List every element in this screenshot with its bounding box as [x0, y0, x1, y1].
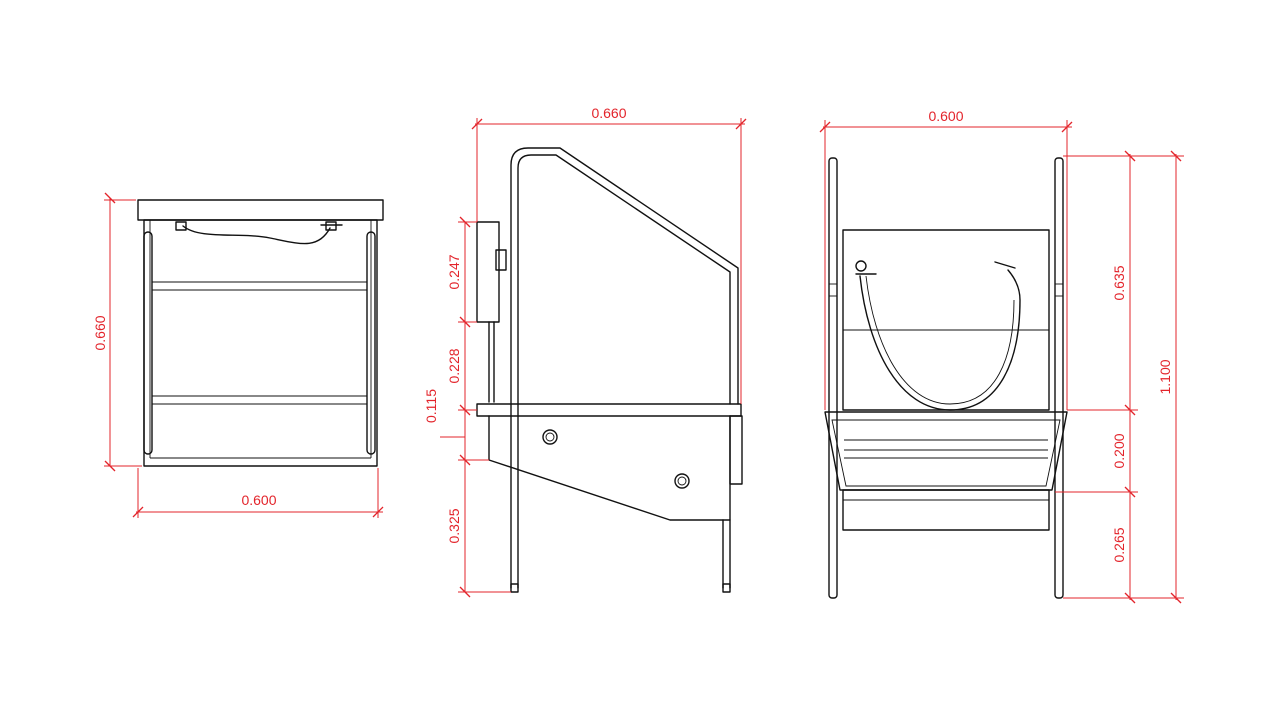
side-view-width-label: 0.660: [591, 105, 626, 121]
front-view-hose-fitting-left: [855, 260, 867, 272]
top-view-width-dimension: 0.600: [132, 468, 384, 518]
top-view-hose: [182, 225, 331, 245]
top-view-rim: [137, 199, 384, 221]
side-view-front-panel: [729, 415, 743, 485]
front-view-inner-height-dimensions: 0.635 0.200 0.265: [1055, 150, 1184, 604]
top-view: 0.660 0.600: [92, 192, 384, 518]
side-view-handrail-inner: [517, 154, 731, 589]
front-view-upper-label: 0.635: [1111, 265, 1127, 300]
side-view-legs-label: 0.325: [446, 508, 462, 543]
top-view-body: [143, 219, 378, 467]
front-view-width-dimension: 0.600: [819, 108, 1073, 410]
front-view-right-post: [1054, 157, 1064, 599]
side-view: 0.660 0.247 0.228 0.115 0.325: [423, 105, 747, 598]
front-view-hose: [859, 269, 1021, 411]
side-view-front-foot: [722, 583, 731, 593]
side-view-height-dimensions: 0.247 0.228 0.115 0.325: [423, 216, 511, 598]
top-view-hose-fitting-right: [325, 221, 337, 231]
front-view-total-height-dimension: 1.100: [1157, 150, 1182, 604]
front-view-basin-label: 0.200: [1111, 433, 1127, 468]
top-view-left-handrail: [143, 231, 153, 455]
front-view-left-post: [828, 157, 838, 599]
top-view-depth-dimension: 0.660: [92, 192, 142, 472]
side-view-control-box: [476, 221, 500, 323]
side-view-upper-panel-label: 0.247: [446, 254, 462, 289]
top-view-depth-label: 0.660: [92, 315, 108, 350]
front-view: 0.600 0.635 0.200 0.265 1.100: [819, 108, 1184, 604]
side-view-width-dimension: 0.660: [471, 105, 747, 404]
side-view-middle-label: 0.228: [446, 348, 462, 383]
side-view-rim-label: 0.115: [423, 389, 439, 423]
side-view-drain-2: [674, 473, 690, 489]
side-view-rim: [476, 403, 742, 417]
side-view-drain-1: [542, 429, 558, 445]
side-view-basin: [488, 415, 731, 521]
front-view-legs-label: 0.265: [1111, 527, 1127, 562]
front-view-width-label: 0.600: [928, 108, 963, 124]
top-view-hose-fitting-left: [175, 221, 187, 231]
side-view-handrail-outer: [510, 147, 739, 589]
side-view-rear-foot: [510, 583, 519, 593]
top-view-width-label: 0.600: [241, 492, 276, 508]
front-view-hose-fitting-right: [994, 261, 1016, 269]
front-view-total-height-label: 1.100: [1157, 359, 1173, 394]
front-view-basin: [824, 411, 1068, 491]
top-view-right-handrail: [366, 231, 376, 455]
front-view-step: [842, 489, 1050, 531]
side-view-hose-connector: [495, 249, 507, 271]
